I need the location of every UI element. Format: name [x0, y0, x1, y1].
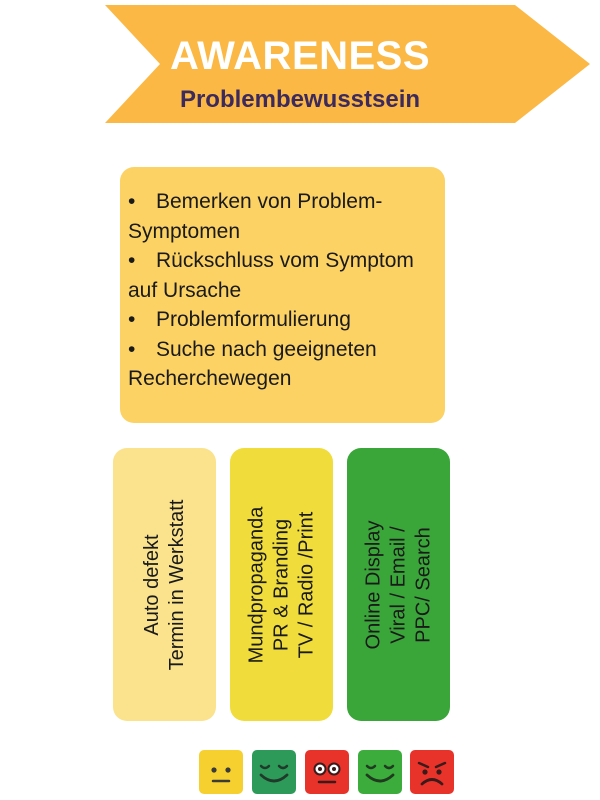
column-line: Online Display — [362, 520, 384, 649]
smiling-face-icon — [358, 750, 402, 794]
neutral-face-icon — [199, 750, 243, 794]
column-offline-channels: Mundpropaganda PR & Branding TV / Radio … — [230, 448, 333, 721]
list-item-text: Problemformulierung — [156, 308, 351, 331]
list-item-text-continuation: Recherchewegen — [128, 367, 292, 390]
banner-subtitle: Problembewusstsein — [179, 86, 421, 113]
column-example: Auto defekt Termin in Werkstatt — [113, 448, 216, 721]
list-item: • Rückschluss vom Symptom auf Ursache — [128, 246, 445, 305]
bullet-icon: • — [128, 249, 136, 272]
bullet-icon: • — [128, 308, 136, 331]
column-line: Viral / Email / — [387, 525, 409, 644]
list-item-text-continuation: Symptomen — [128, 219, 241, 243]
list-item-text: Suche nach geeigneten — [156, 337, 377, 361]
awareness-info-box: • Bemerken von Problem- Symptomen • Rücksc… — [120, 167, 445, 423]
column-line: TV / Radio /Print — [295, 511, 317, 658]
list-item: • Bemerken von Problem- Symptomen — [128, 187, 445, 246]
list-item-text-continuation: auf Ursache — [128, 278, 242, 302]
column-online-channels: Online Display Viral / Email / PPC/ Sear… — [347, 448, 450, 721]
list-item: • Problemformulierung — [128, 305, 445, 335]
bullet-icon: • — [128, 337, 136, 361]
awareness-bullet-list: • Bemerken von Problem- Symptomen • Rücksc… — [128, 187, 445, 394]
column-line: PR & Branding — [270, 518, 292, 651]
arrow-banner-shape — [105, 5, 590, 123]
list-item-text: Bemerken von Problem- — [156, 190, 383, 213]
awareness-banner: AWARENESS Problembewusstsein — [0, 0, 600, 130]
smiling-face-icon — [252, 750, 296, 794]
banner-title: AWARENESS — [169, 34, 431, 78]
angry-face-icon — [410, 750, 454, 794]
surprised-face-icon — [305, 750, 349, 794]
column-line: Mundpropaganda — [245, 506, 267, 663]
column-online-channels-text: Online Display Viral / Email / PPC/ Sear… — [361, 455, 436, 715]
list-item: • Suche nach geeigneten Recherchewegen — [128, 335, 445, 394]
column-line: Termin in Werkstatt — [165, 499, 188, 670]
column-line: PPC/ Search — [412, 526, 434, 643]
list-item-text: Rückschluss vom Symptom — [156, 249, 414, 272]
bullet-icon: • — [128, 190, 136, 213]
column-line: Auto defekt — [140, 533, 163, 636]
column-offline-channels-text: Mundpropaganda PR & Branding TV / Radio … — [244, 455, 319, 715]
column-example-text: Auto defekt Termin in Werkstatt — [140, 455, 190, 715]
